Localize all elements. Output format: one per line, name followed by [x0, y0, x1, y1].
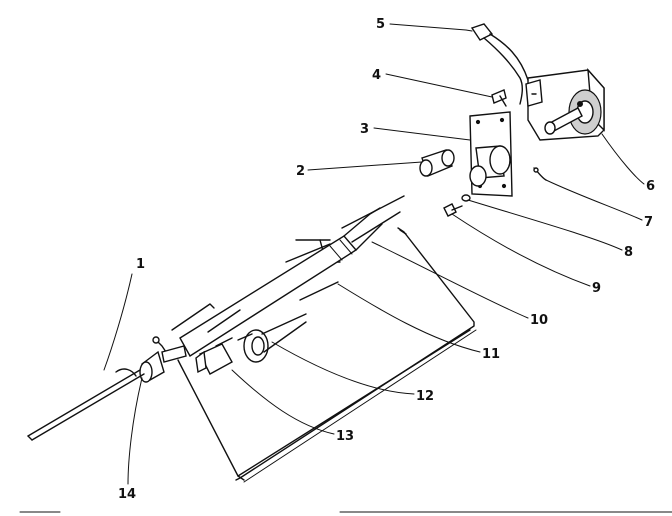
part-5-power-cord	[465, 23, 529, 105]
part-14-handle-knob	[139, 336, 187, 383]
callout-7: 7	[644, 215, 653, 230]
part-2-bushing	[419, 149, 455, 177]
part-10-support-frame	[177, 227, 477, 483]
callout-11: 11	[482, 347, 500, 362]
callout-5: 5	[376, 17, 385, 32]
callout-12: 12	[416, 389, 434, 404]
part-1-skewer-rod	[27, 368, 145, 441]
callout-3: 3	[360, 122, 369, 137]
callout-10: 10	[530, 313, 548, 328]
part-12-spit-fork	[237, 313, 307, 363]
callout-6: 6	[646, 179, 655, 194]
part-3-mounting-bracket	[469, 111, 513, 197]
callout-9: 9	[592, 281, 601, 296]
callout-8: 8	[624, 245, 633, 260]
leader-lines	[103, 23, 645, 485]
callout-4: 4	[372, 68, 381, 83]
part-6-motor-housing	[525, 67, 605, 141]
part-4-screw	[491, 89, 507, 107]
part-13-clamp	[195, 337, 233, 375]
part-9-screw	[443, 203, 463, 217]
part-11-spit-rod	[171, 195, 405, 357]
callout-labels: 5 4 3 2 6 7 8 9 10 11 12 13 1 14	[118, 17, 655, 502]
callout-13: 13	[336, 429, 354, 444]
callout-14: 14	[118, 487, 136, 502]
callout-1: 1	[136, 257, 145, 272]
part-7-clip	[533, 167, 547, 181]
callout-2: 2	[296, 164, 305, 179]
